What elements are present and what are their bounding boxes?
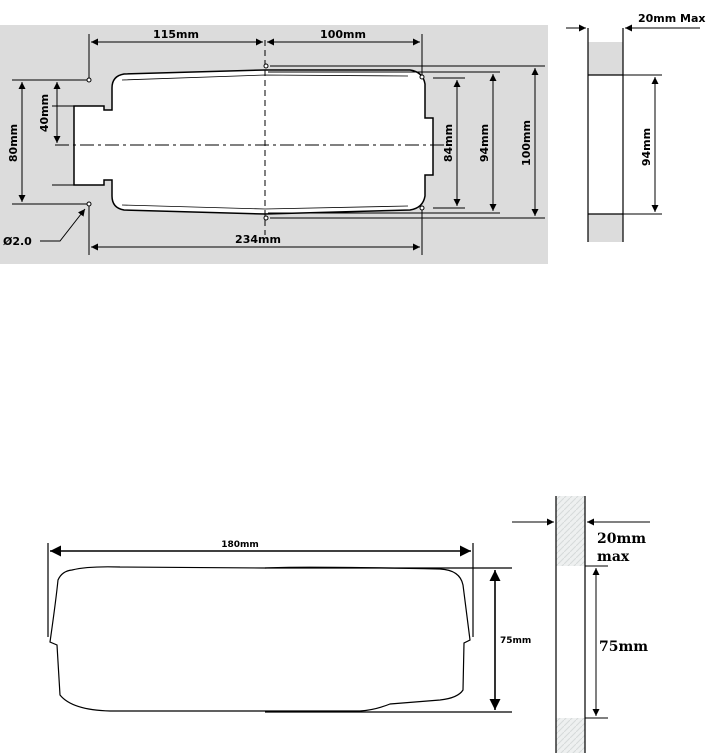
dim-94-label: 94mm — [478, 124, 491, 162]
bottom-plate-outline — [50, 567, 470, 711]
dim-100-top-label: 100mm — [320, 28, 366, 41]
mounting-hole — [420, 206, 424, 210]
side-body — [588, 75, 623, 214]
side-height-label: 94mm — [640, 128, 653, 166]
mounting-hole — [420, 75, 424, 79]
bottom-side-view: 20mm max 75mm — [512, 496, 650, 753]
top-front-view: 115mm 100mm 80mm 40mm 84mm 94mm 100mm 23… — [0, 25, 548, 264]
mounting-hole — [264, 216, 268, 220]
bottom-side-depth-max-label: max — [597, 549, 630, 565]
dim-100-right-label: 100mm — [520, 120, 533, 166]
bottom-side-body — [556, 566, 585, 718]
bottom-height-label: 75mm — [500, 636, 531, 646]
top-side-view: 20mm Max 94mm — [566, 12, 706, 242]
bottom-side-depth-label: 20mm — [597, 531, 646, 547]
bottom-front-view: 180mm 75mm — [48, 540, 531, 712]
mounting-hole — [264, 64, 268, 68]
bottom-width-label: 180mm — [221, 540, 259, 550]
bottom-side-height-label: 75mm — [599, 639, 648, 655]
side-shade — [588, 42, 623, 75]
side-dimensions — [566, 28, 700, 214]
front-plate-outline — [74, 70, 433, 214]
side-depth-label: 20mm Max — [638, 12, 706, 25]
dim-84-label: 84mm — [442, 124, 455, 162]
hole-diameter-label: Ø2.0 — [3, 235, 32, 248]
mounting-hole — [87, 78, 91, 82]
mounting-hole — [87, 202, 91, 206]
dim-234-label: 234mm — [235, 233, 281, 246]
dim-40-label: 40mm — [38, 94, 51, 132]
dim-115-label: 115mm — [153, 28, 199, 41]
side-shade — [588, 214, 623, 242]
dim-80-label: 80mm — [7, 124, 20, 162]
